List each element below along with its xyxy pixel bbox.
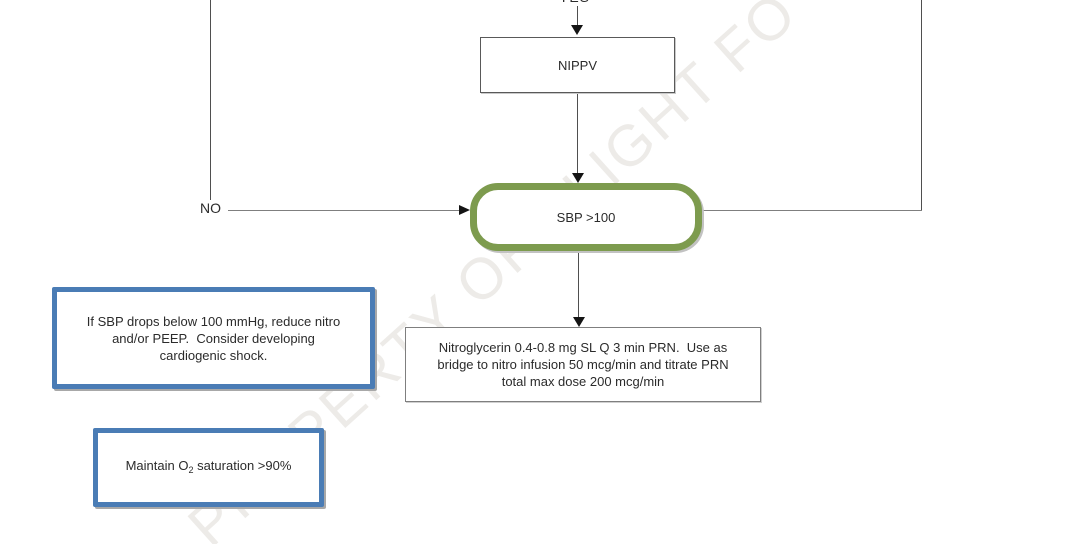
connector-right-branch-vertical <box>921 0 922 211</box>
nitroglycerin-node-text: Nitroglycerin 0.4-0.8 mg SL Q 3 min PRN.… <box>437 340 729 389</box>
arrowhead-down-nippv-icon <box>571 25 583 35</box>
arrowhead-right-sbp-icon <box>459 205 470 215</box>
connector-left-branch-vertical <box>210 0 211 200</box>
nitroglycerin-node: Nitroglycerin 0.4-0.8 mg SL Q 3 min PRN.… <box>405 327 761 402</box>
arrowhead-down-nitro-icon <box>573 317 585 327</box>
o2-saturation-note: Maintain O2 saturation >90% <box>93 428 324 507</box>
connector-right-to-sbp <box>699 210 922 211</box>
sbp-decision-node: SBP >100 <box>470 183 702 251</box>
arrowhead-down-sbp-icon <box>572 173 584 183</box>
nippv-node-label: NIPPV <box>557 57 597 73</box>
nippv-node: NIPPV <box>480 37 675 93</box>
o2-note-subscript: 2 <box>188 464 194 475</box>
no-branch-label: NO <box>200 200 221 216</box>
o2-saturation-note-text: Maintain O2 saturation >90% <box>126 457 292 479</box>
sbp-drop-note: If SBP drops below 100 mmHg, reduce nitr… <box>52 287 375 389</box>
o2-note-suffix: saturation >90% <box>193 457 292 473</box>
connector-sbp-to-nitro <box>578 237 579 317</box>
connector-yes-to-nippv <box>577 6 578 25</box>
o2-note-prefix: Maintain O <box>125 457 189 473</box>
sbp-drop-note-text: If SBP drops below 100 mmHg, reduce nitr… <box>86 313 341 363</box>
connector-nippv-to-sbp <box>577 91 578 173</box>
sbp-decision-label: SBP >100 <box>556 209 616 225</box>
yes-branch-label: YES <box>559 0 590 4</box>
connector-no-to-sbp <box>228 210 459 211</box>
